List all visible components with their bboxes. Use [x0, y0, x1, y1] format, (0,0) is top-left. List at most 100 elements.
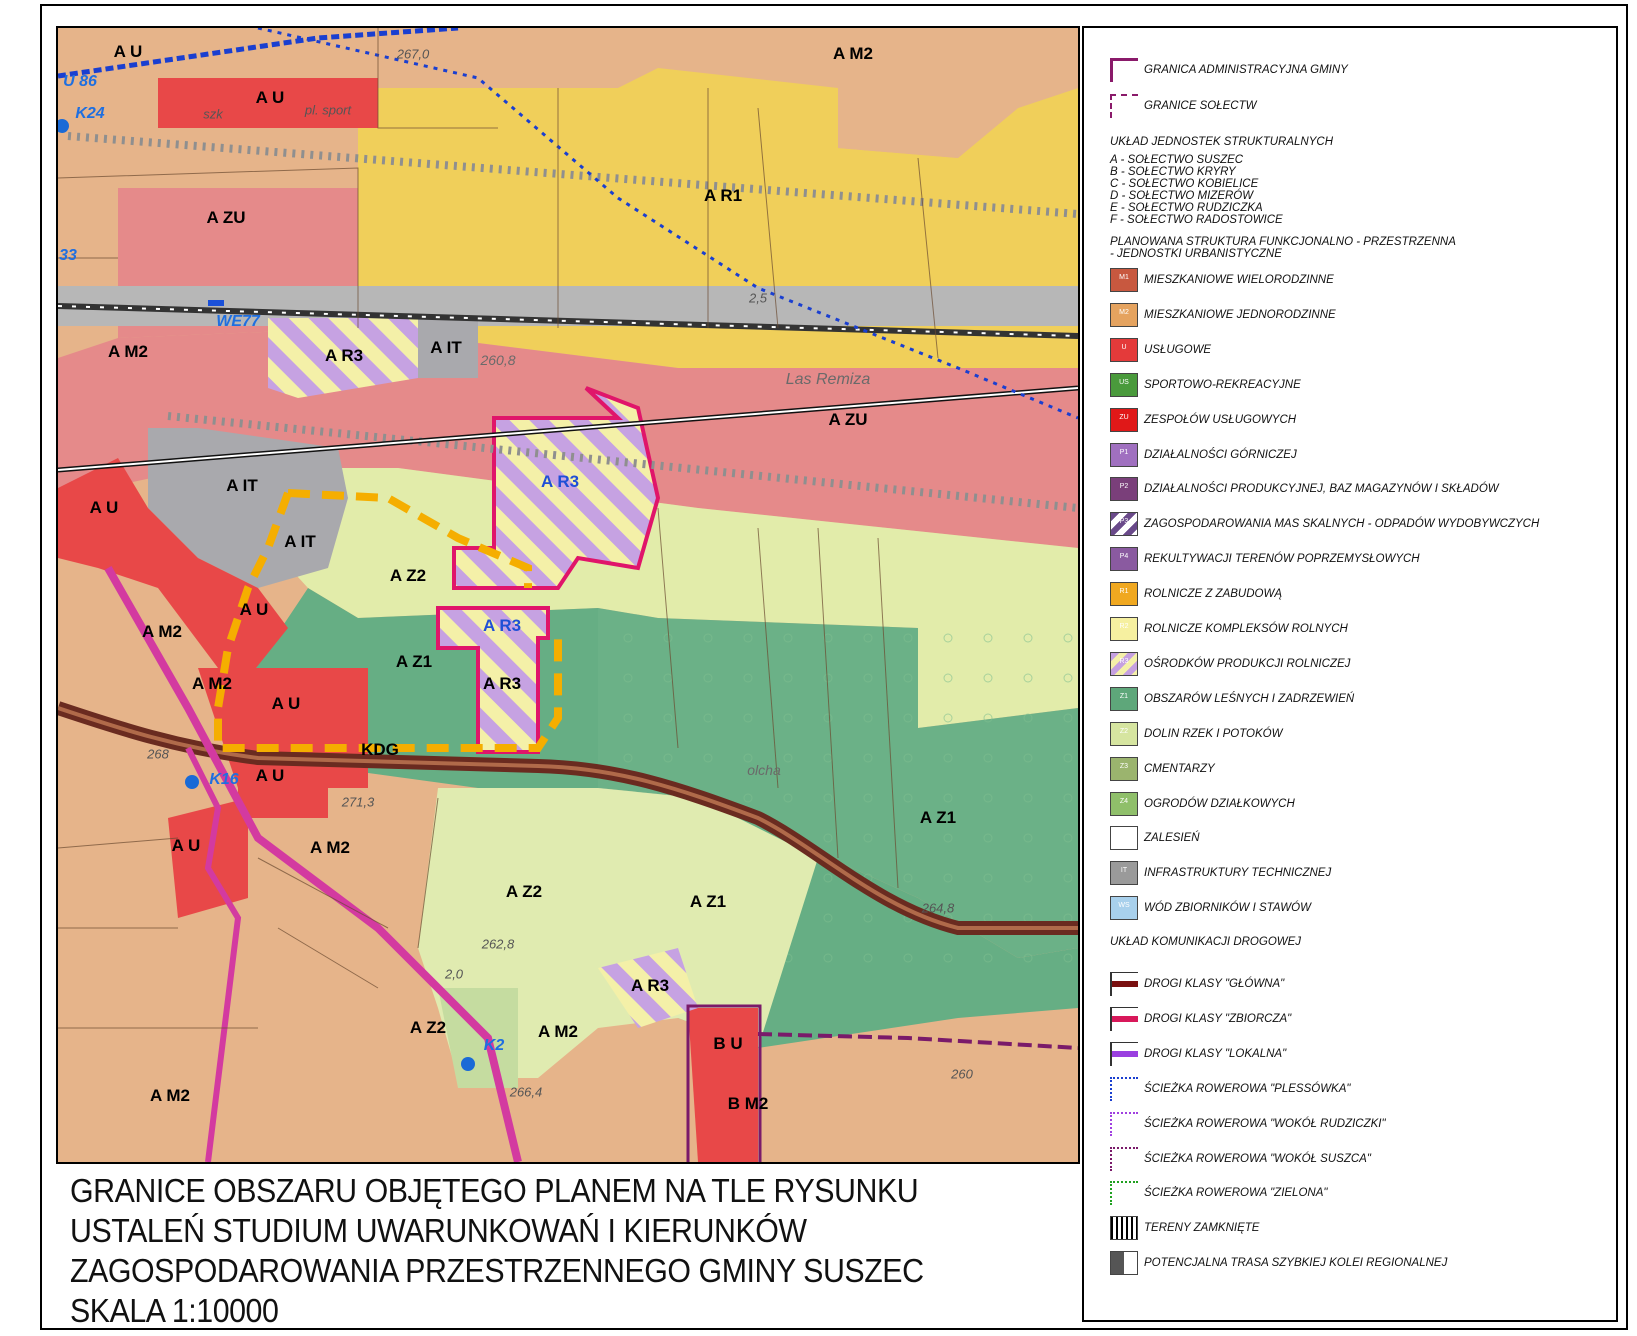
- legend-header: UKŁAD KOMUNIKACJI DROGOWEJ: [1110, 936, 1302, 948]
- caption-line: GRANICE OBSZARU OBJĘTEGO PLANEM NA TLE R…: [70, 1172, 919, 1209]
- map-label: Las Remiza: [785, 371, 871, 388]
- legend-label: ZESPOŁÓW USŁUGOWYCH: [1144, 413, 1297, 426]
- map-label: A R3: [482, 674, 522, 693]
- legend-swatch-code: Z1: [1119, 692, 1129, 700]
- legend-swatch-u: U: [1110, 337, 1138, 362]
- map-label: 266,4: [509, 1084, 543, 1100]
- map-label: A R3: [630, 976, 670, 995]
- legend-swatch-code: M1: [1119, 274, 1129, 281]
- map-label: B U: [713, 1034, 743, 1053]
- legend-label: POTENCJALNA TRASA SZYBKIEJ KOLEI REGIONA…: [1144, 1257, 1448, 1270]
- legend-swatch-it: IT: [1110, 861, 1138, 886]
- legend-line-swatch: [1110, 1216, 1138, 1241]
- legend-label: DZIAŁALNOŚCI PRODUKCYJNEJ, BAZ MAGAZYNÓW…: [1144, 483, 1499, 496]
- legend-swatch-us: US: [1110, 372, 1138, 397]
- legend-swatch-code: U: [1121, 343, 1127, 351]
- map-label: A M2: [538, 1022, 578, 1041]
- legend-label: DROGI KLASY "ZBIORCZA": [1144, 1012, 1292, 1025]
- road-line-sample: [1112, 1050, 1138, 1057]
- road-line-sample: [1112, 981, 1138, 987]
- legend-header: UKŁAD JEDNOSTEK STRUKTURALNYCH: [1110, 136, 1334, 148]
- legend-swatch-r1: R1: [1110, 582, 1138, 607]
- legend-line-swatch: [1110, 972, 1138, 996]
- map-legend: GRANICA ADMINISTRACYJNA GMINY GRANICE SO…: [1082, 26, 1618, 1322]
- map-label: A M2: [192, 674, 232, 693]
- legend-line-swatch: [1110, 1251, 1138, 1276]
- legend-swatch-code: R3: [1119, 657, 1129, 665]
- map-label: K2: [483, 1037, 505, 1054]
- legend-label: TERENY ZAMKNIĘTE: [1144, 1222, 1260, 1235]
- legend-swatch-z4: Z4: [1110, 791, 1138, 816]
- legend-label: ZAGOSPODAROWANIA MAS SKALNYCH - ODPADÓW …: [1144, 518, 1540, 531]
- legend-swatch-code: IT: [1120, 867, 1128, 875]
- legend-label: ŚCIEŻKA ROWEROWA "ZIELONA": [1144, 1187, 1328, 1200]
- village-item: A - SOŁECTWO SUSZEC: [1110, 154, 1244, 166]
- zoning-map-graphic: [58, 28, 1078, 1162]
- legend-swatch-code: ZU: [1119, 413, 1129, 421]
- legend-label: USŁUGOWE: [1144, 343, 1212, 356]
- map-sheet: A U U 86 K24 A U szk pl. sport 267,0 A M…: [40, 4, 1628, 1330]
- map-label: A ZU: [206, 208, 246, 227]
- map-label: 2,0: [444, 966, 464, 982]
- map-canvas[interactable]: A U U 86 K24 A U szk pl. sport 267,0 A M…: [56, 26, 1080, 1164]
- map-label: K24: [75, 105, 105, 122]
- legend-label: INFRASTRUKTURY TECHNICZNEJ: [1144, 867, 1332, 880]
- map-label: U 86: [63, 73, 97, 90]
- legend-label: WÓD ZBIORNIKÓW I STAWÓW: [1144, 902, 1311, 915]
- legend-label: ŚCIEŻKA ROWEROWA "PLESSÓWKA": [1144, 1082, 1351, 1095]
- legend-line-swatch: [1110, 1076, 1138, 1101]
- legend-swatch-code: M2: [1119, 308, 1129, 316]
- legend-label: OŚRODKÓW PRODUKCJI ROLNICZEJ: [1144, 657, 1351, 670]
- legend-label: SPORTOWO-REKREACYJNE: [1144, 378, 1301, 391]
- map-label: A IT: [284, 532, 316, 551]
- legend-swatch-r3: R3: [1110, 651, 1138, 676]
- legend-label: OBSZARÓW LEŚNYCH I ZADRZEWIEŃ: [1144, 692, 1355, 705]
- legend-swatch-z3: Z3: [1110, 756, 1138, 781]
- map-label: A R1: [703, 186, 743, 205]
- map-label: A R3: [540, 472, 580, 491]
- legend-swatch-code: P3: [1119, 518, 1129, 526]
- village-item: C - SOŁECTWO KOBIELICE: [1110, 178, 1259, 190]
- map-label: A U: [171, 836, 201, 855]
- village-item: B - SOŁECTWO KRYRY: [1110, 166, 1236, 178]
- legend-label: ZALESIEŃ: [1144, 832, 1200, 845]
- legend-label: ŚCIEŻKA ROWEROWA "WOKÓŁ SUSZCA": [1144, 1152, 1371, 1165]
- legend-swatch-z2: Z2: [1110, 721, 1138, 746]
- map-label: A Z1: [919, 808, 957, 827]
- legend-swatch-zl: ZL: [1110, 826, 1138, 851]
- caption-line: SKALA 1:10000: [70, 1292, 279, 1329]
- legend-subheader-line: PLANOWANA STRUKTURA FUNKCJONALNO - PRZES…: [1110, 236, 1456, 248]
- map-label: KDG: [361, 740, 399, 759]
- admin-boundary-swatch: [1110, 58, 1138, 82]
- map-label: A M2: [142, 622, 182, 641]
- map-label: A U: [271, 694, 301, 713]
- map-label: K16: [209, 771, 239, 788]
- legend-swatch-zu: ZU: [1110, 407, 1138, 432]
- map-label: A Z2: [409, 1018, 447, 1037]
- map-label: olcha: [747, 762, 781, 778]
- legend-line-swatch: [1110, 1146, 1138, 1171]
- legend-label: GRANICE SOŁECTW: [1144, 100, 1257, 112]
- legend-swatch-ws: WS: [1110, 896, 1138, 921]
- legend-label: DZIAŁALNOŚCI GÓRNICZEJ: [1144, 448, 1297, 461]
- map-label: A Z1: [689, 892, 727, 911]
- legend-swatch-code: P2: [1119, 483, 1129, 491]
- map-label: A IT: [226, 476, 258, 495]
- map-label: B M2: [727, 1094, 769, 1113]
- legend-label: ROLNICZE KOMPLEKSÓW ROLNYCH: [1144, 623, 1348, 635]
- map-caption: GRANICE OBSZARU OBJĘTEGO PLANEM NA TLE R…: [70, 1171, 1050, 1331]
- legend-swatch-code: R1: [1119, 588, 1129, 596]
- legend-line-swatch: [1110, 1006, 1138, 1031]
- legend-line-swatch: [1110, 1111, 1138, 1136]
- map-label: 268: [147, 746, 169, 762]
- legend-label: MIESZKANIOWE JEDNORODZINNE: [1144, 308, 1336, 321]
- legend-label: MIESZKANIOWE WIELORODZINNE: [1144, 274, 1334, 286]
- map-label: A M2: [833, 44, 873, 63]
- legend-label: ŚCIEŻKA ROWEROWA "WOKÓŁ RUDZICZKI": [1144, 1117, 1386, 1130]
- legend-label: REKULTYWACJI TERENÓW POPRZEMYSŁOWYCH: [1144, 553, 1420, 566]
- map-label: A U: [255, 88, 285, 107]
- legend-swatch-code: P1: [1119, 448, 1129, 456]
- legend-swatch-code: Z2: [1119, 727, 1129, 735]
- legend-line-swatch: [1110, 1181, 1138, 1206]
- legend-swatch-m1: M1: [1110, 268, 1138, 292]
